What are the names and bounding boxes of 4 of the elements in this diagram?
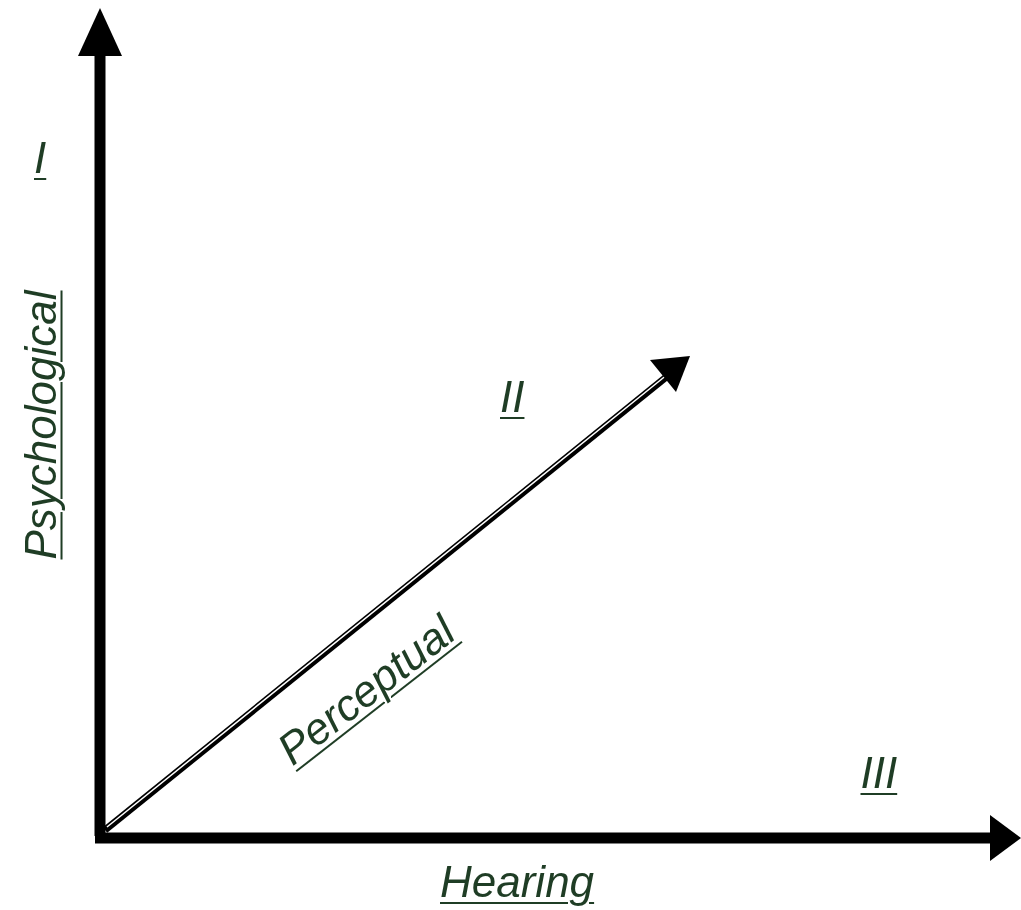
axis-label: Hearing [440, 860, 595, 904]
axis-label: III [860, 751, 898, 795]
axis-label: II [500, 375, 525, 419]
axis-label: I [34, 136, 47, 180]
